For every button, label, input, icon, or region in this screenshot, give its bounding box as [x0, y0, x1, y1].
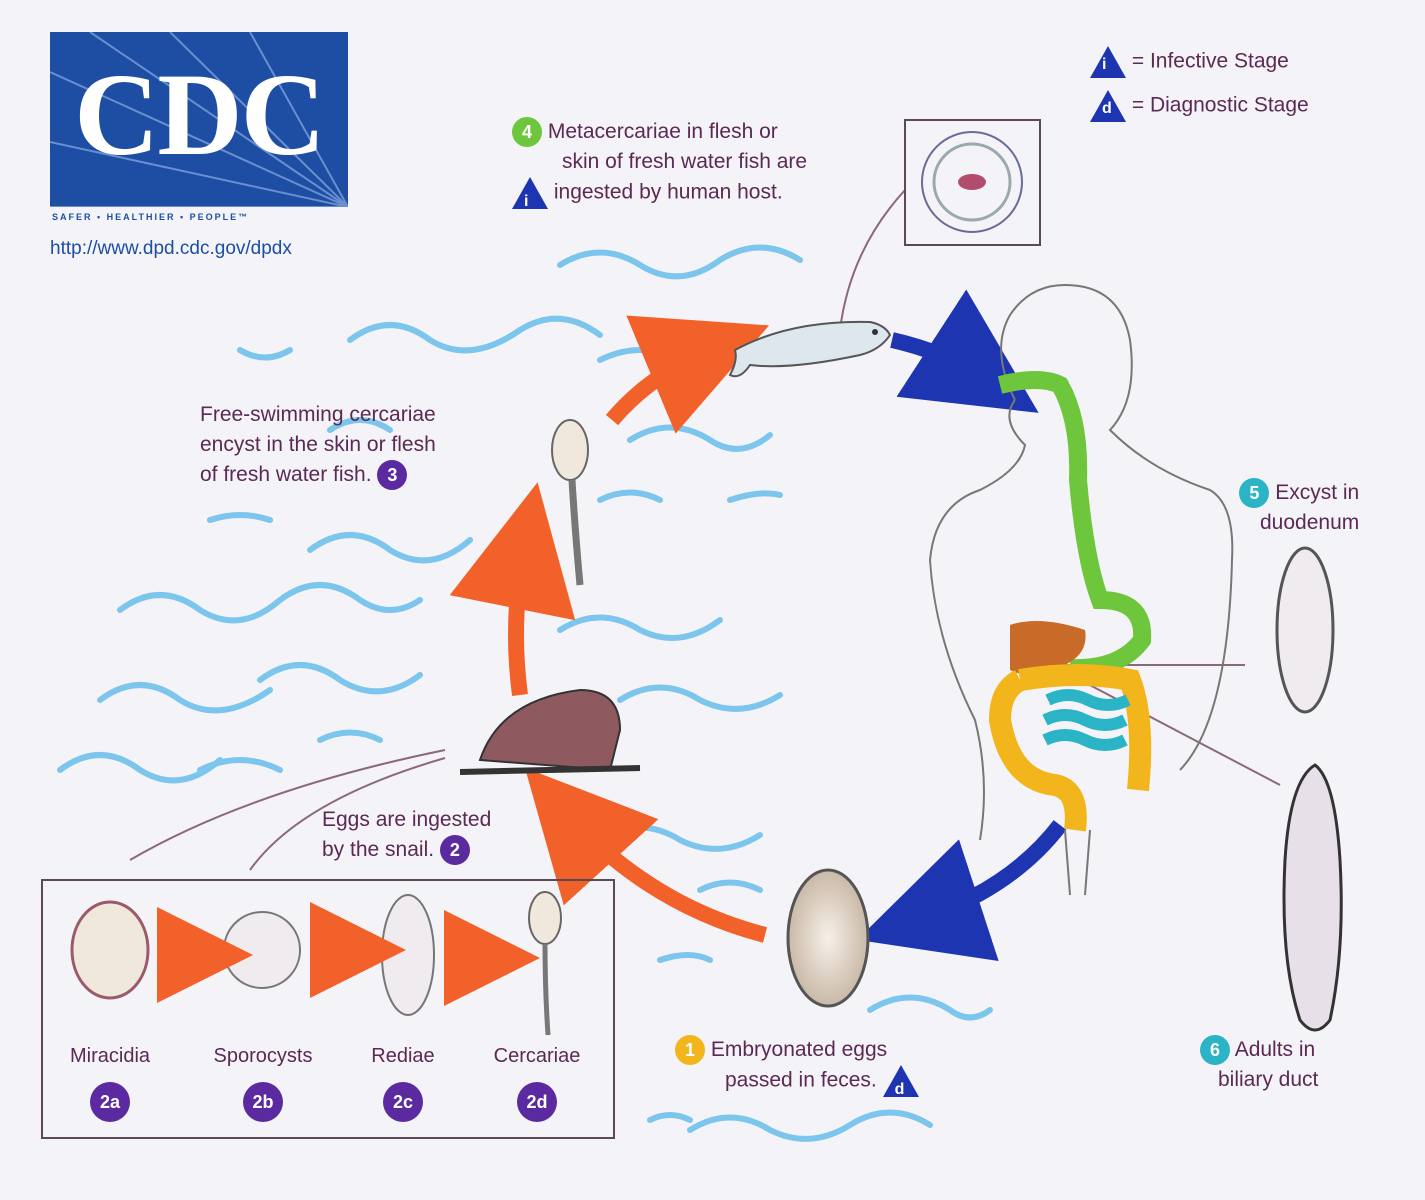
stage-1-badge: 1 — [675, 1035, 705, 1066]
excysted-larva-illustration — [1275, 546, 1335, 714]
substage-sporocysts: Sporocysts 2b — [188, 1045, 338, 1122]
stage-1-label: 1 Embryonated eggs passed in feces. d — [675, 1035, 919, 1098]
stage-4-label: 4 Metacercariae in flesh or skin of fres… — [512, 117, 807, 210]
infective-stage-icon: i — [512, 177, 548, 210]
stage-3-label: Free-swimming cercariae encyst in the sk… — [200, 400, 436, 491]
stage-4-badge: 4 — [512, 117, 542, 148]
stage-2-badge: 2 — [439, 835, 470, 866]
cdc-url-link[interactable]: http://www.dpd.cdc.gov/dpdx — [50, 238, 292, 259]
pointer-lines — [129, 189, 1281, 871]
substage-cercariae: Cercariae 2d — [462, 1045, 612, 1122]
cdc-logo: CDC — [50, 32, 348, 207]
cercaria-illustration — [551, 419, 589, 586]
stage-2-label: Eggs are ingested by the snail. 2 — [322, 805, 491, 866]
diagnostic-stage-icon: d — [1090, 90, 1126, 122]
infective-stage-icon: i — [1090, 46, 1126, 78]
legend-diagnostic-text: = Diagnostic Stage — [1131, 93, 1309, 117]
cdc-logo-text: CDC — [74, 49, 326, 180]
legend-diagnostic: d = Diagnostic Stage — [1090, 90, 1309, 122]
adult-worm-illustration — [1282, 763, 1343, 1032]
stage-6-label: 6 Adults in biliary duct — [1200, 1035, 1318, 1095]
substage-box — [41, 879, 615, 1139]
stage-5-label: 5 Excyst in duodenum — [1225, 478, 1359, 538]
diagnostic-stage-icon: d — [882, 1065, 919, 1098]
human-body-outline — [928, 283, 1234, 896]
stage-3-badge: 3 — [377, 460, 408, 491]
digestive-tract — [988, 371, 1152, 832]
cdc-tagline: SAFER • HEALTHIER • PEOPLE™ — [52, 212, 250, 222]
metacercaria-inset — [904, 119, 1041, 246]
substage-rediae: Rediae 2c — [328, 1045, 478, 1122]
cycle-arrows — [449, 289, 1067, 961]
legend-infective-text: = Infective Stage — [1131, 49, 1289, 73]
legend-infective: i = Infective Stage — [1090, 46, 1289, 78]
egg-illustration — [786, 868, 870, 1008]
snail-illustration — [459, 688, 641, 775]
fish-illustration — [728, 320, 892, 378]
stage-5-badge: 5 — [1239, 478, 1270, 509]
substage-miracidia: Miracidia 2a — [35, 1045, 185, 1122]
substage-arrows — [157, 902, 540, 1006]
stage-6-badge: 6 — [1200, 1035, 1230, 1066]
logo-rays — [50, 32, 348, 207]
